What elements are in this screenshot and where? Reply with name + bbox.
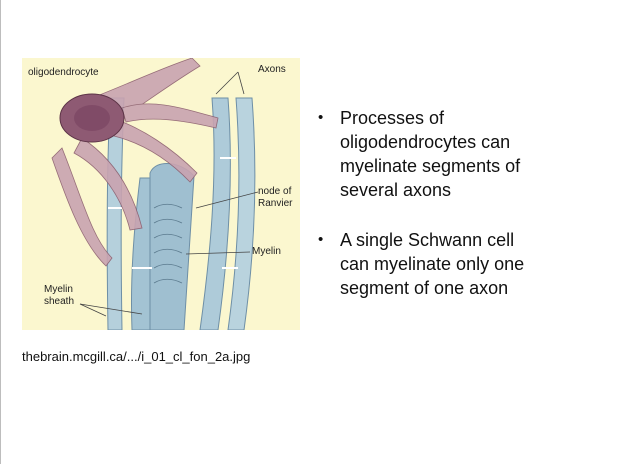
oligodendrocyte-drawing [51,58,259,330]
bullet-marker: • [318,109,324,126]
bullet-line: several axons [340,180,452,200]
bullet-item-schwann-cell: • A single Schwann cell can myelinate on… [316,228,606,300]
label-myelin-sheath: Myelin sheath [44,284,74,308]
bullet-marker: • [318,231,324,248]
label-node-of-ranvier: node of Ranvier [258,186,292,210]
bullet-line: A single Schwann cell [340,230,515,250]
label-node-line2: Ranvier [258,198,293,209]
label-sheath-line1: Myelin [44,284,73,295]
bullet-line: myelinate segments of [340,156,521,176]
bullet-line: Processes of [340,108,445,128]
label-axons: Axons [258,64,286,75]
bullet-line: oligodendrocytes can [340,132,511,152]
bullet-line: can myelinate only one [340,254,525,274]
bullet-list: • Processes of oligodendrocytes can myel… [316,106,606,300]
slide-left-border [0,0,1,464]
label-oligodendrocyte: oligodendrocyte [28,67,99,78]
bullet-line: segment of one axon [340,278,509,298]
label-node-line1: node of [258,186,292,197]
label-sheath-line2: sheath [44,296,75,307]
oligodendrocyte-illustration: oligodendrocyte Axons node of Ranvier My… [22,58,300,330]
image-source-caption: thebrain.mcgill.ca/.../i_01_cl_fon_2a.jp… [22,349,251,364]
label-myelin: Myelin [252,246,281,257]
bullet-item-oligodendrocytes: • Processes of oligodendrocytes can myel… [316,106,606,202]
